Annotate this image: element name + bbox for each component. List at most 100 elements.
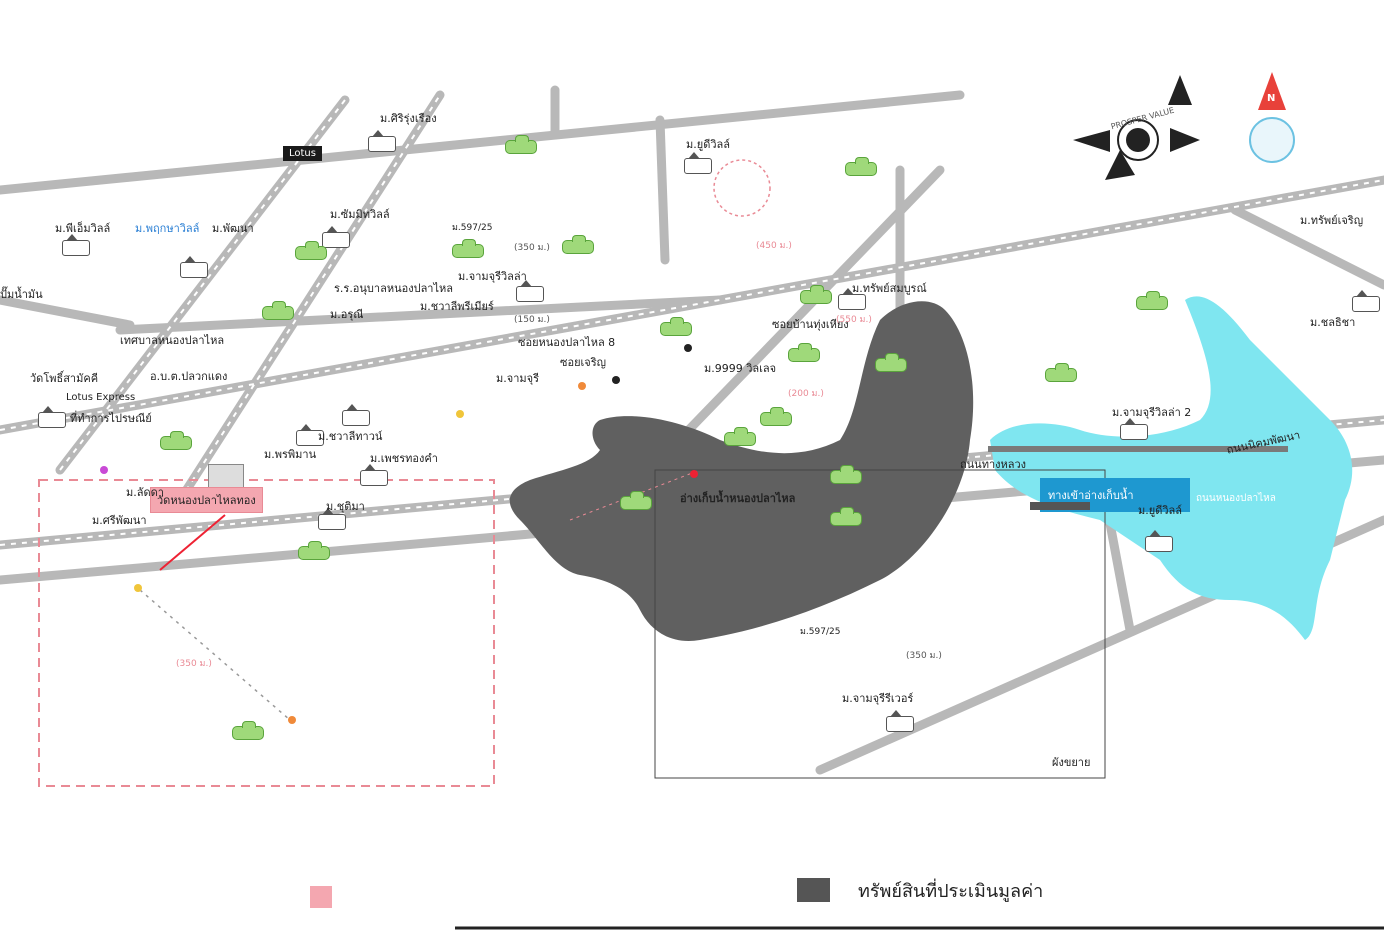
car-icon — [295, 241, 327, 260]
house-icon — [342, 404, 370, 426]
place-label: ที่ทำการไปรษณีย์ — [70, 412, 152, 425]
house-icon — [1145, 530, 1173, 552]
car-icon — [232, 721, 264, 740]
place-label: ม.ยูดีวิลล์ — [686, 138, 730, 151]
place-label: ม.จามจุรี — [496, 372, 539, 385]
place-label: อ.บ.ต.ปลวกแดง — [150, 370, 228, 383]
school-building-icon — [208, 464, 244, 488]
dotted-path — [139, 589, 291, 721]
house-icon — [1352, 290, 1380, 312]
house-icon — [516, 280, 544, 302]
nong-pla-lai-reservoir — [509, 301, 974, 641]
place-label: เทศบาลหนองปลาไหล — [120, 334, 225, 347]
place-label: ปั๊มน้ำมัน — [0, 288, 43, 301]
car-icon — [875, 353, 907, 372]
car-icon — [1136, 291, 1168, 310]
car-icon — [298, 541, 330, 560]
house-icon — [886, 710, 914, 732]
house-icon — [684, 152, 712, 174]
reservoir-water — [990, 296, 1353, 640]
dotted-path-2 — [569, 469, 701, 521]
place-label: ร.ร.อนุบาลหนองปลาไหล — [334, 282, 454, 295]
house-icon — [368, 130, 396, 152]
place-label: ม.พรพิมาน — [264, 448, 317, 461]
location-pin-icon — [578, 382, 586, 390]
car-icon — [845, 157, 877, 176]
house-icon — [62, 234, 90, 256]
car-icon — [830, 465, 862, 484]
house-icon — [296, 424, 324, 446]
legend-swatch — [797, 878, 830, 902]
house-icon — [180, 256, 208, 278]
distance-label: (450 ม.) — [756, 241, 792, 251]
car-icon — [620, 491, 652, 510]
location-pin-icon — [456, 410, 464, 418]
distance-label: (350 ม.) — [176, 659, 212, 669]
place-label: ม.ศิริรุ่งเรือง — [380, 112, 437, 125]
place-label: ม.ชลธิชา — [1310, 316, 1356, 329]
distance-label: ม.597/25 — [452, 223, 493, 233]
subject-swatch — [310, 886, 332, 908]
distance-label: (550 ม.) — [836, 315, 872, 325]
company-compass-logo — [1073, 75, 1200, 180]
car-icon — [830, 507, 862, 526]
cyan-badge-label: ถนนหนองปลาไหล — [1196, 493, 1276, 504]
place-label: ซอยเจริญ — [560, 356, 607, 369]
distance-label: ม.597/25 — [800, 627, 841, 637]
place-label: ซอยบ้านทุ่งเหียง — [772, 318, 849, 331]
house-icon — [38, 406, 66, 428]
cyan-highlight-strip — [1190, 478, 1310, 512]
house-icon — [360, 464, 388, 486]
place-label: ม.ชวาลีพรีเมียร์ — [420, 300, 494, 313]
place-label: ม.ซัมมิทวิลล์ — [330, 208, 390, 221]
house-icon — [318, 508, 346, 530]
car-icon — [660, 317, 692, 336]
subject-leader-line — [159, 514, 226, 571]
dark-bar — [1030, 502, 1090, 510]
location-pin-icon — [612, 376, 620, 384]
circle-marker — [713, 159, 771, 217]
car-icon — [452, 239, 484, 258]
place-label: ม.ลัดดา — [126, 486, 164, 499]
place-label: ม.9999 วิลเลจ — [704, 362, 777, 375]
distance-label: (350 ม.) — [906, 651, 942, 661]
location-pin-icon — [134, 584, 142, 592]
car-icon — [800, 285, 832, 304]
car-icon — [262, 301, 294, 320]
distance-label: (350 ม.) — [514, 243, 550, 253]
place-label: วัดโพธิ์สามัคคี — [30, 372, 99, 385]
location-pin-icon — [100, 466, 108, 474]
north-letter: N — [1267, 93, 1276, 104]
location-pin-icon — [690, 470, 698, 478]
place-label: ม.ทรัพย์เจริญ — [1300, 214, 1364, 227]
car-icon — [562, 235, 594, 254]
place-label: ม.พฤกษาวิลล์ — [135, 222, 200, 235]
car-icon — [788, 343, 820, 362]
location-pin-icon — [288, 716, 296, 724]
house-icon — [322, 226, 350, 248]
distance-label: (150 ม.) — [514, 315, 550, 325]
lotus-store-icon: Lotus — [283, 146, 322, 161]
place-label: ม.เพชรทองคำ — [370, 452, 438, 465]
place-label: ม.ชุติมา — [326, 500, 365, 513]
place-label: ม.พัฒนา — [212, 222, 254, 235]
place-label: ม.จามจุรีวิลล่า 2 — [1112, 406, 1192, 419]
place-label: ม.จามจุรีรีเวอร์ — [842, 692, 914, 705]
blue-badge-label: ทางเข้าอ่างเก็บน้ำ — [1048, 489, 1134, 502]
car-icon — [505, 135, 537, 154]
place-label: ม.จามจุรีวิลล่า — [458, 270, 527, 283]
place-label: ถนนทางหลวง — [960, 458, 1027, 471]
zoom-frame-right — [654, 469, 1106, 779]
car-icon — [160, 431, 192, 450]
location-pin-icon — [684, 344, 692, 352]
place-label: ม.อรุณี — [330, 308, 364, 321]
house-icon — [838, 288, 866, 310]
zoom-frame-subject — [38, 479, 495, 787]
distance-label: (200 ม.) — [788, 389, 824, 399]
place-label: ซอยหนองปลาไหล 8 — [518, 336, 616, 349]
place-label: ม.ศรีพัฒนา — [92, 514, 147, 527]
place-label: ม.พีเอ็มวิลล์ — [55, 222, 111, 235]
north-arrow — [1249, 72, 1295, 163]
legend-label: ทรัพย์สินที่ประเมินมูลค่า — [858, 881, 1044, 902]
